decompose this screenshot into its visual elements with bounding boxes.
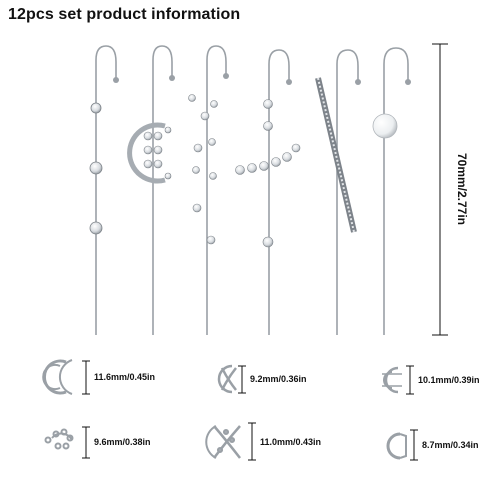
cuff-3-dimension bbox=[406, 365, 414, 395]
ear-climber-2 bbox=[127, 45, 175, 335]
ear-cuff-4 bbox=[44, 428, 74, 450]
length-dimension bbox=[432, 43, 448, 336]
ear-climber-1 bbox=[89, 45, 119, 335]
cuff-4-size: 9.6mm/0.38in bbox=[94, 437, 151, 447]
ear-climber-3 bbox=[188, 45, 229, 335]
ear-cuff-1 bbox=[42, 359, 73, 395]
ear-cuff-3 bbox=[382, 366, 402, 394]
ear-climber-6 bbox=[372, 47, 411, 335]
page-title: 12pcs set product information bbox=[8, 6, 241, 23]
cuff-1-size: 11.6mm/0.45in bbox=[94, 372, 156, 382]
cuff-6-dimension bbox=[410, 429, 418, 461]
length-label: 70mm/2.77in bbox=[452, 92, 472, 292]
cuff-4-dimension bbox=[82, 426, 90, 459]
ear-climber-4 bbox=[235, 49, 301, 335]
cuff-5-dimension bbox=[248, 422, 256, 461]
cuff-5-size: 11.0mm/0.43in bbox=[260, 437, 322, 447]
cuff-1-dimension bbox=[82, 360, 90, 395]
ear-cuff-5 bbox=[205, 425, 241, 459]
cuff-6-size: 8.7mm/0.34in bbox=[422, 440, 479, 450]
cuff-2-dimension bbox=[238, 365, 246, 394]
length-label-text: 70mm/2.77in bbox=[455, 152, 469, 226]
ear-cuff-2 bbox=[217, 364, 237, 394]
cuff-2-size: 9.2mm/0.36in bbox=[250, 374, 307, 384]
cuff-3-size: 10.1mm/0.39in bbox=[418, 375, 480, 385]
ear-cuff-6 bbox=[386, 432, 407, 460]
ear-climber-5 bbox=[315, 49, 361, 335]
